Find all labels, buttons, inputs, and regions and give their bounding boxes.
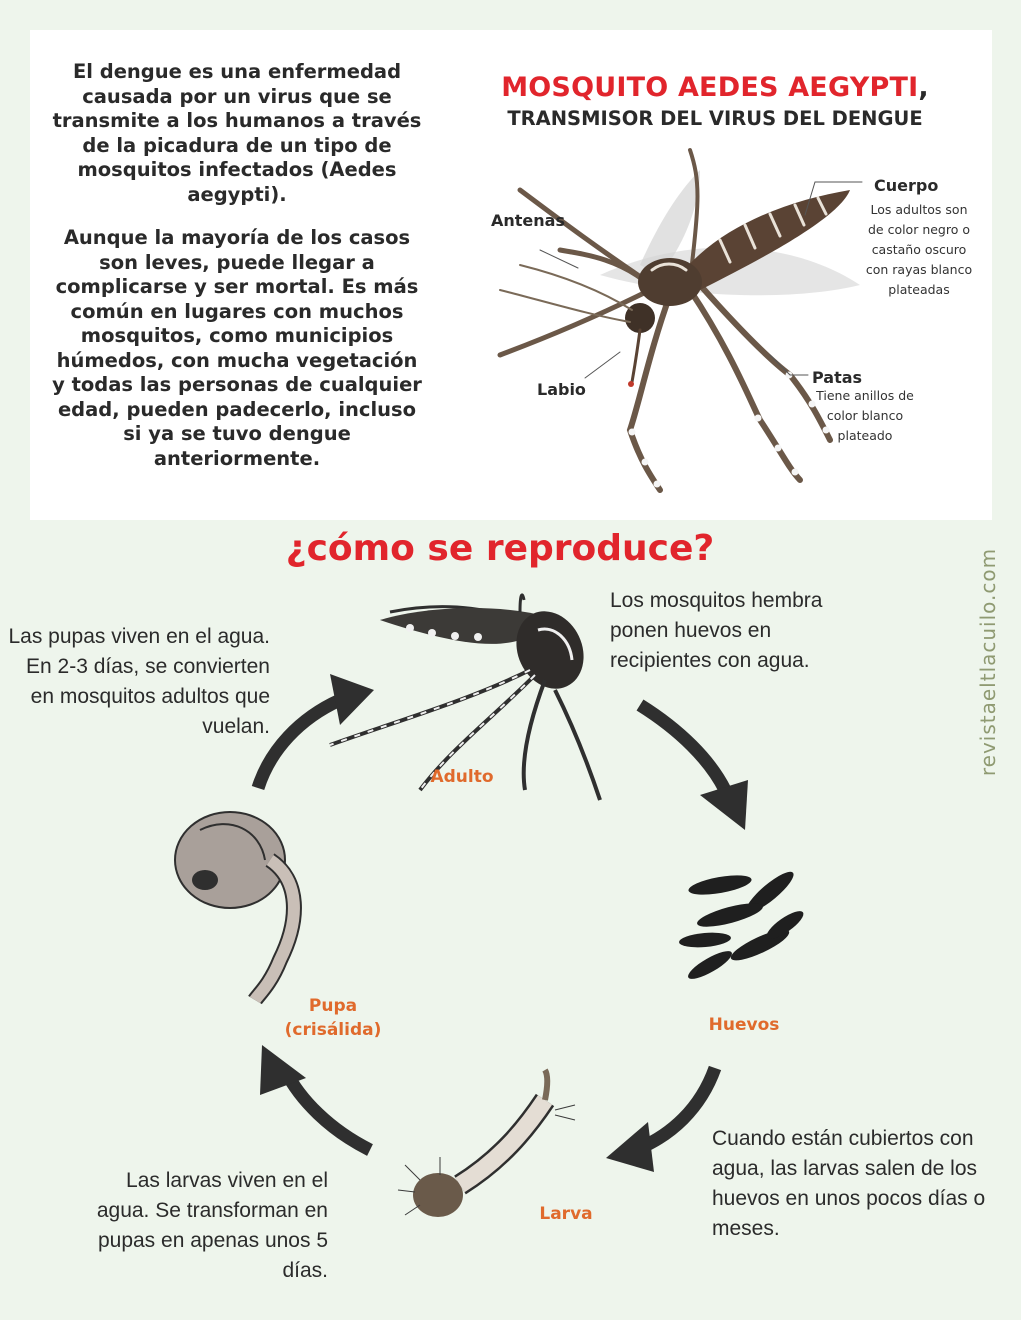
text-huevos: Cuando están cubiertos con agua, las lar… [712, 1127, 986, 1240]
mosquito-title: MOSQUITO AEDES AEGYPTI, [470, 72, 960, 103]
arrow-huevos-larva [606, 1065, 722, 1172]
stage-huevos: Huevos [708, 1015, 780, 1035]
stage-larva: Larva [539, 1204, 593, 1224]
mosquito-title-text: MOSQUITO AEDES AEGYPTI [501, 72, 919, 103]
label-antenas: Antenas [491, 211, 565, 230]
intro-paragraph-1: El dengue es una enfermedad causada por … [52, 60, 422, 206]
intro-text: El dengue es una enfermedad causada por … [52, 60, 422, 490]
adult-mosquito-illustration [329, 593, 602, 801]
label-cuerpo-desc: Los adultos son de color negro o castaño… [865, 202, 973, 297]
cycle-title: ¿cómo se reproduce? [285, 528, 715, 569]
text-pupa: Las pupas viven en el agua. En 2-3 días,… [8, 625, 270, 738]
label-patas-desc: Tiene anillos de color blanco plateado [816, 388, 914, 443]
label-labio: Labio [537, 380, 586, 399]
watermark: revistaeltlacuilo.com [976, 547, 1000, 777]
arrow-larva-pupa [260, 1045, 373, 1156]
larva-illustration [397, 1068, 576, 1217]
mosquito-subtitle: TRANSMISOR DEL VIRUS DEL DENGUE [507, 107, 923, 130]
label-patas: Patas [812, 368, 863, 387]
mosquito-illustration [497, 148, 863, 493]
label-cuerpo: Cuerpo [874, 176, 939, 195]
pupa-illustration [174, 811, 302, 1005]
intro-paragraph-2: Aunque la mayoría de los casos son leves… [52, 226, 422, 470]
cycle-arrows [251, 674, 748, 1172]
stage-adulto: Adulto [430, 767, 494, 787]
text-adulto: Los mosquitos hembra ponen huevos en rec… [610, 589, 823, 672]
arrow-adulto-huevos [636, 699, 748, 830]
stage-pupa: Pupa (crisálida) [284, 996, 382, 1040]
mosquito-title-comma: , [918, 72, 929, 103]
text-larva: Las larvas viven en el agua. Se transfor… [96, 1169, 328, 1282]
eggs-illustration [679, 871, 804, 979]
arrow-pupa-adulto [251, 674, 374, 791]
